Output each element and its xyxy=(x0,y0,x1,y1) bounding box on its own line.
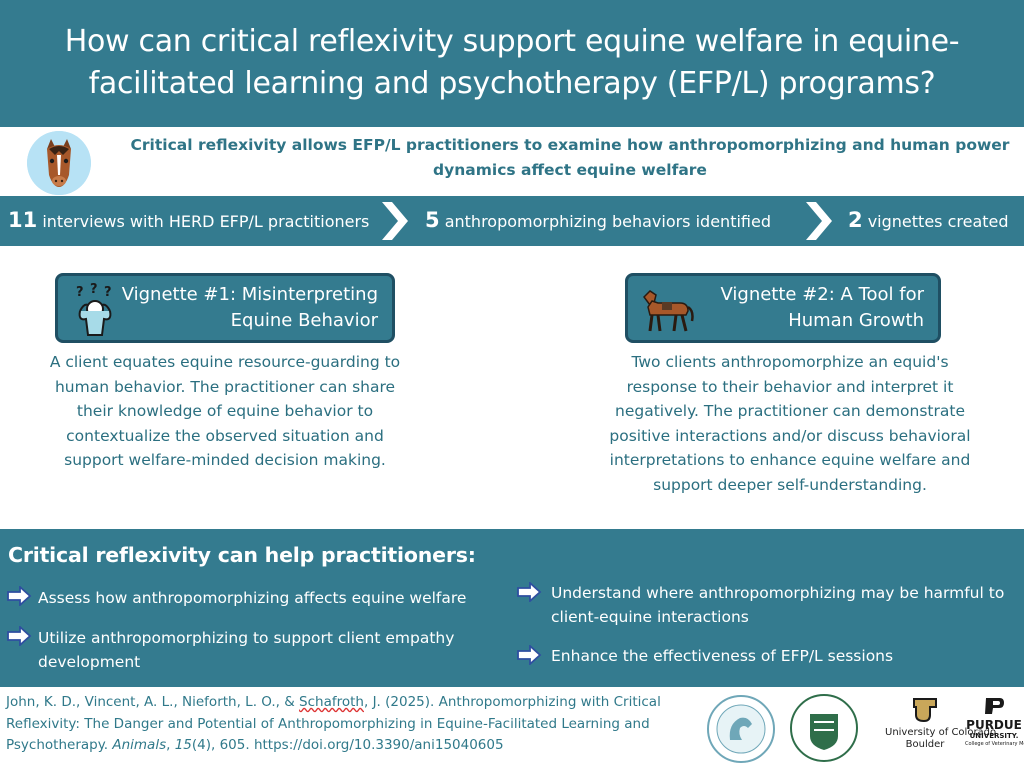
arrow-right-icon xyxy=(517,582,542,602)
step-label: anthropomorphizing behaviors identified xyxy=(439,212,771,231)
svg-text:?: ? xyxy=(76,285,84,300)
benefits-section: Critical reflexivity can help practition… xyxy=(0,529,1024,687)
purdue-logo-text: PURDUE xyxy=(966,718,1022,732)
citation-text: John, K. D., Vincent, A. L., Nieforth, L… xyxy=(6,694,300,710)
page-title: How can critical reflexivity support equ… xyxy=(64,24,960,101)
purdue-logo: PURDUE UNIVERSITY. College of Veterinary… xyxy=(965,697,1024,757)
cu-logo-text: University of Colorado xyxy=(885,727,997,738)
vignette-1-card: ? ? ? Vignette #1: Misinterpreting Equin… xyxy=(55,273,395,343)
confused-person-icon: ? ? ? xyxy=(76,282,112,336)
step-number: 2 xyxy=(848,208,863,232)
step-label: interviews with HERD EFP/L practitioners xyxy=(37,212,370,231)
citation-journal: Animals xyxy=(112,737,167,753)
citation-doi: (4), 605. https://doi.org/10.3390/ani150… xyxy=(191,737,504,753)
chevron-right-icon xyxy=(382,202,408,240)
cu-logo-text: Boulder xyxy=(905,739,945,750)
vignette-1-description: A client equates equine resource-guardin… xyxy=(49,353,401,469)
vignette-title-line: Equine Behavior xyxy=(230,310,378,331)
svg-text:?: ? xyxy=(104,285,112,300)
vignette-title: Vignette #2: A Tool for Human Growth xyxy=(720,282,924,334)
arrow-right-icon xyxy=(7,586,32,606)
cu-logo-mark xyxy=(913,698,937,723)
benefits-heading: Critical reflexivity can help practition… xyxy=(8,543,476,567)
cleveland-state-logo xyxy=(784,692,864,764)
herd-institute-logo xyxy=(706,694,776,764)
vignette-2-description: Two clients anthropomorphize an equid's … xyxy=(609,353,971,494)
citation-text: , xyxy=(166,737,175,753)
vignette-title-line: Human Growth xyxy=(788,310,924,331)
step-number: 11 xyxy=(8,208,38,232)
horse-head-icon xyxy=(27,131,91,195)
vignette-2-card: Vignette #2: A Tool for Human Growth xyxy=(625,273,941,343)
purdue-logo-text: College of Veterinary Medicine xyxy=(965,741,1024,747)
step-label: vignettes created xyxy=(862,212,1009,231)
svg-text:?: ? xyxy=(90,282,98,297)
benefit-item: Utilize anthropomorphizing to support cl… xyxy=(38,629,455,671)
benefit-item: Assess how anthropomorphizing affects eq… xyxy=(38,589,467,607)
vignette-title-line: Vignette #1: Misinterpreting xyxy=(121,284,378,305)
intro-statement: Critical reflexivity allows EFP/L practi… xyxy=(130,136,1010,179)
intro-section: Critical reflexivity allows EFP/L practi… xyxy=(0,127,1024,196)
benefit-item: Enhance the effectiveness of EFP/L sessi… xyxy=(551,647,894,665)
citation-text: Schafroth xyxy=(299,694,364,710)
citation-volume: 15 xyxy=(174,737,192,753)
arrow-right-icon xyxy=(7,626,32,646)
horse-icon xyxy=(643,290,694,332)
step-interviews: 11 interviews with HERD EFP/L practition… xyxy=(8,208,369,232)
process-steps-bar: 11 interviews with HERD EFP/L practition… xyxy=(0,196,1024,246)
cu-boulder-logo: University of Colorado Boulder xyxy=(885,697,997,759)
citation: John, K. D., Vincent, A. L., Nieforth, L… xyxy=(6,692,686,757)
chevron-right-icon xyxy=(806,202,832,240)
purdue-p-mark xyxy=(985,698,1004,714)
purdue-logo-text: UNIVERSITY. xyxy=(969,732,1019,740)
arrow-right-icon xyxy=(517,645,542,665)
header-banner: How can critical reflexivity support equ… xyxy=(0,0,1024,127)
benefit-item: Understand where anthropomorphizing may … xyxy=(551,584,1005,626)
step-number: 5 xyxy=(425,208,440,232)
step-behaviors: 5 anthropomorphizing behaviors identifie… xyxy=(425,208,771,232)
step-vignettes: 2 vignettes created xyxy=(848,208,1009,232)
vignette-title: Vignette #1: Misinterpreting Equine Beha… xyxy=(122,282,378,334)
vignette-title-line: Vignette #2: A Tool for xyxy=(720,284,924,305)
citation-text: , J. (2025). Anthropomorphizing with Cri… xyxy=(6,694,661,753)
